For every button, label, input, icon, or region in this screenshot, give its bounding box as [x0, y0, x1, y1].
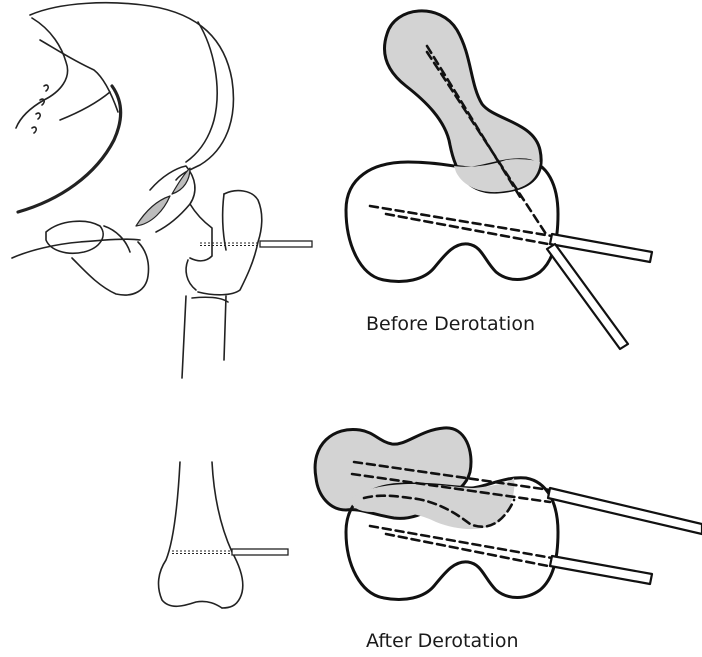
sacral-foramen-4	[32, 127, 36, 133]
proximal-pin-shaft	[260, 241, 312, 247]
distal-pin	[172, 549, 288, 555]
pins-before	[547, 234, 652, 349]
sacral-foramen-1	[44, 85, 48, 91]
distal-pin-inbone	[172, 551, 232, 554]
femoral-shaft-upper-left	[182, 296, 186, 378]
condylar-axis-before	[370, 206, 552, 244]
distal-pin-shaft	[232, 549, 288, 555]
proximal-pin-inbone	[200, 243, 260, 246]
caption-after: After Derotation	[366, 630, 519, 652]
acetabular-shade	[136, 196, 170, 226]
sacral-edge	[40, 40, 118, 112]
condylar-axis-after	[370, 526, 552, 566]
shaft-cortex	[192, 297, 228, 302]
proximal-pin	[200, 241, 312, 247]
femoral-neck	[190, 204, 212, 261]
pubic-ramus	[12, 239, 140, 258]
pins-after	[548, 488, 702, 584]
pin-lower-after	[550, 556, 652, 584]
lesser-trochanter	[186, 260, 196, 290]
distal-femur-sketch	[159, 462, 243, 608]
trochanter-inner	[223, 194, 226, 250]
sacral-foramen-3	[36, 113, 40, 119]
pin-upper-after	[548, 488, 702, 534]
before-derotation-group	[346, 11, 558, 282]
distal-shaft-right	[212, 462, 243, 608]
pelvic-brim	[18, 86, 121, 212]
ischial-tuberosity	[72, 242, 149, 295]
femoral-shaft-upper-right	[224, 296, 226, 360]
brim-inner	[60, 92, 110, 120]
acetabular-sliver	[172, 168, 190, 194]
sacrum-outline	[16, 18, 68, 128]
iliac-inner-contour	[186, 22, 217, 162]
distal-shaft-left	[159, 462, 222, 608]
caption-before: Before Derotation	[366, 313, 535, 335]
obturator-foramen	[46, 221, 103, 253]
pin-angled-before	[547, 244, 628, 349]
pelvis-femur-sketch	[12, 3, 262, 378]
after-derotation-group	[315, 428, 558, 600]
